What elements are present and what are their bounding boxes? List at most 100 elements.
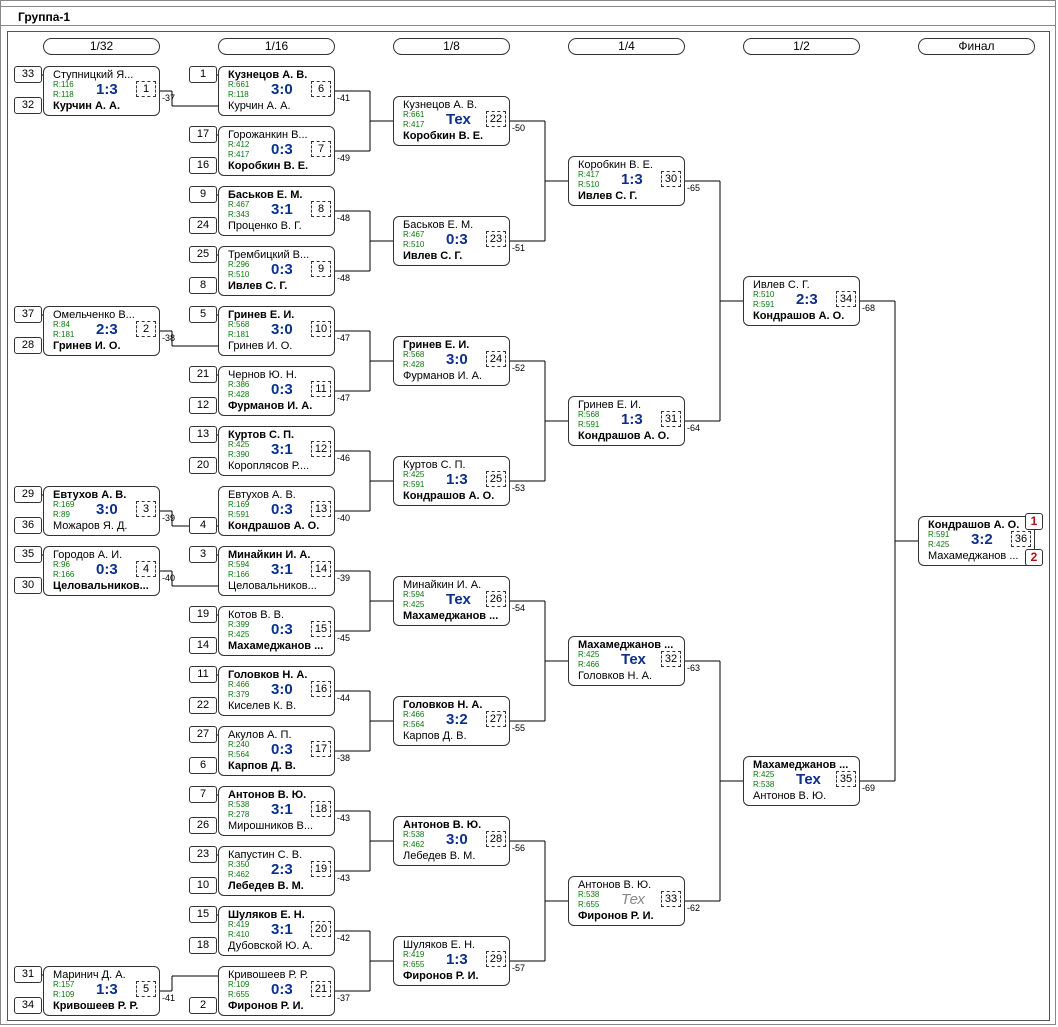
rating-top: R:96 <box>53 560 70 569</box>
rating-bottom: R:343 <box>228 210 250 219</box>
player-name-bottom: Можаров Я. Д. <box>53 520 128 532</box>
rating-top: R:425 <box>228 440 250 449</box>
player-name-top: Гринев Е. И. <box>403 339 470 351</box>
rating-bottom: R:462 <box>403 840 425 849</box>
rating-bottom: R:591 <box>578 420 600 429</box>
player-name-bottom: Антонов В. Ю. <box>753 790 827 802</box>
match-score: 3:2 <box>446 711 468 728</box>
match-number: 17 <box>311 741 331 757</box>
player-name-bottom: Ивлев С. Г. <box>403 250 463 262</box>
match-score: 0:3 <box>271 141 293 158</box>
rating-bottom: R:655 <box>578 900 600 909</box>
rating-bottom: R:591 <box>403 480 425 489</box>
match-score: 3:1 <box>271 441 293 458</box>
loser-reference: -48 <box>337 273 351 283</box>
rating-bottom: R:278 <box>228 810 250 819</box>
loser-reference: -41 <box>162 993 176 1003</box>
match-score: 1:3 <box>446 471 468 488</box>
rating-top: R:467 <box>228 200 250 209</box>
match-score: 3:0 <box>96 501 118 518</box>
player-name-top: Баськов Е. М. <box>403 219 474 231</box>
match-score: 3:0 <box>446 351 468 368</box>
match-number: 2 <box>136 321 156 337</box>
player-name-top: Гринев Е. И. <box>578 399 642 411</box>
seed-number: 7 <box>189 786 217 803</box>
rating-top: R:538 <box>578 890 600 899</box>
rating-bottom: R:655 <box>403 960 425 969</box>
rating-bottom: R:118 <box>228 90 249 99</box>
rating-bottom: R:591 <box>228 510 250 519</box>
loser-reference: -48 <box>337 213 351 223</box>
match-number: 28 <box>486 831 506 847</box>
match-number: 29 <box>486 951 506 967</box>
rating-bottom: R:428 <box>403 360 425 369</box>
player-name-bottom: Кривошеев Р. Р. <box>53 1000 139 1012</box>
rating-bottom: R:181 <box>228 330 250 339</box>
rating-top: R:296 <box>228 260 250 269</box>
player-name-bottom: Фиронов Р. И. <box>403 970 479 982</box>
rating-top: R:568 <box>578 410 600 419</box>
seed-number: 14 <box>189 637 217 654</box>
loser-reference: -65 <box>687 183 701 193</box>
player-name-top: Головков Н. А. <box>403 699 483 711</box>
seed-number: 20 <box>189 457 217 474</box>
rating-bottom: R:510 <box>578 180 600 189</box>
match-score: 2:3 <box>271 861 293 878</box>
match-number: 12 <box>311 441 331 457</box>
round-header: Финал <box>918 38 1035 55</box>
rating-top: R:568 <box>228 320 250 329</box>
rating-top: R:169 <box>228 500 250 509</box>
match-score: Тех <box>446 111 471 128</box>
match-score: 2:3 <box>796 291 818 308</box>
seed-number: 34 <box>14 997 42 1014</box>
match-score: 0:3 <box>271 501 293 518</box>
player-name-bottom: Карпов Д. В. <box>228 760 296 772</box>
seed-number: 21 <box>189 366 217 383</box>
rating-bottom: R:379 <box>228 690 250 699</box>
loser-reference: -38 <box>162 333 176 343</box>
player-name-top: Куртов С. П. <box>228 429 295 441</box>
match-score: Тех <box>621 651 646 668</box>
player-name-bottom: Курчин А. А. <box>53 100 121 112</box>
player-name-bottom: Кондрашов А. О. <box>228 520 320 532</box>
match-score: 3:0 <box>446 831 468 848</box>
match-number: 7 <box>311 141 331 157</box>
